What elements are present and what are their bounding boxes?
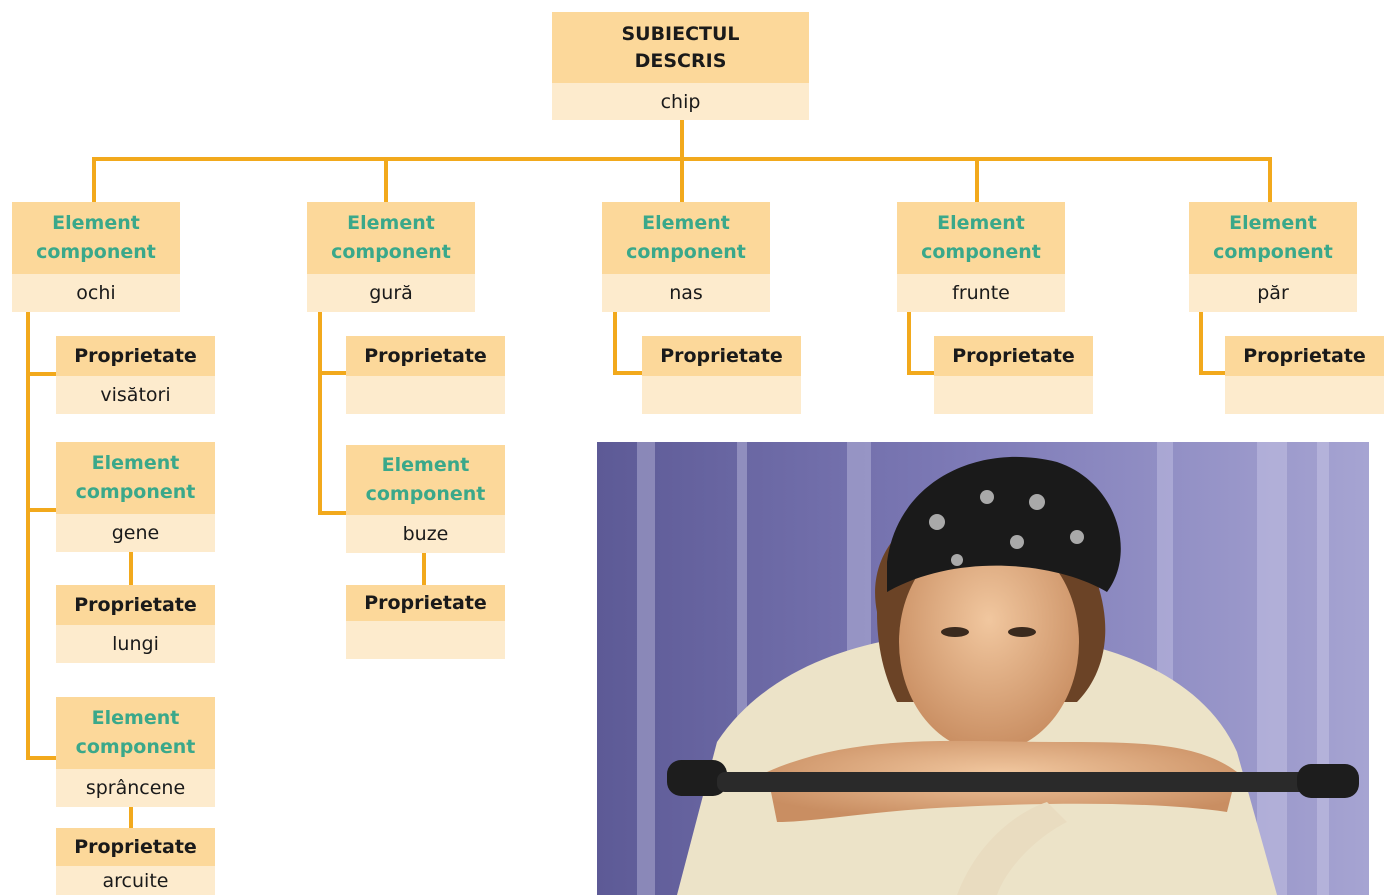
element-value: păr	[1189, 274, 1357, 312]
property-value	[346, 376, 505, 414]
property-label: Proprietate	[642, 336, 801, 376]
property-node-ochi: Proprietate visători	[56, 336, 215, 414]
connector-ochi-sprancene	[26, 756, 56, 760]
connector-gene-prop	[129, 551, 133, 585]
connector-par-spine	[1199, 312, 1203, 375]
property-node-gura: Proprietate	[346, 336, 505, 414]
element-value: frunte	[897, 274, 1065, 312]
element-label: Element component	[346, 445, 505, 515]
element-label: Element component	[56, 697, 215, 769]
element-value: gene	[56, 514, 215, 552]
element-node-gura: Element component gură	[307, 202, 475, 312]
element-label: Element component	[56, 442, 215, 514]
element-node-ochi: Element component ochi	[12, 202, 180, 312]
element-label: Element component	[12, 202, 180, 274]
property-node-gene: Proprietate lungi	[56, 585, 215, 663]
element-label: Element component	[897, 202, 1065, 274]
property-node-nas: Proprietate	[642, 336, 801, 414]
connector-ochi-spine	[26, 312, 30, 760]
element-label: Element component	[307, 202, 475, 274]
element-node-nas: Element component nas	[602, 202, 770, 312]
property-node-frunte: Proprietate	[934, 336, 1093, 414]
element-node-par: Element component păr	[1189, 202, 1357, 312]
property-value	[642, 376, 801, 414]
connector-buze-prop	[422, 553, 426, 585]
connector-ochi-prop	[26, 372, 56, 376]
property-value: lungi	[56, 625, 215, 663]
connector-sprancene-prop	[129, 806, 133, 828]
connector-gura-prop	[318, 371, 346, 375]
element-value: buze	[346, 515, 505, 553]
property-label: Proprietate	[56, 585, 215, 625]
photo-teen-bicycle	[597, 442, 1369, 895]
root-title: SUBIECTUL DESCRIS	[552, 12, 809, 83]
element-node-buze: Element component buze	[346, 445, 505, 553]
connector-col4-down	[975, 157, 979, 202]
property-node-par: Proprietate	[1225, 336, 1384, 414]
property-label: Proprietate	[1225, 336, 1384, 376]
property-label: Proprietate	[934, 336, 1093, 376]
connector-frunte-prop	[907, 371, 935, 375]
element-label: Element component	[1189, 202, 1357, 274]
property-node-sprancene: Proprietate arcuite	[56, 828, 215, 895]
element-value: ochi	[12, 274, 180, 312]
root-node: SUBIECTUL DESCRIS chip	[552, 12, 809, 120]
property-value: visători	[56, 376, 215, 414]
connector-root-down	[680, 120, 684, 161]
photo-illustration	[597, 442, 1369, 895]
connector-nas-prop	[613, 371, 643, 375]
connector-gura-spine	[318, 312, 322, 515]
connector-col1-down	[92, 157, 96, 202]
property-value	[934, 376, 1093, 414]
element-node-gene: Element component gene	[56, 442, 215, 552]
connector-col3-down	[680, 157, 684, 202]
element-node-frunte: Element component frunte	[897, 202, 1065, 312]
connector-ochi-gene	[26, 508, 56, 512]
element-value: gură	[307, 274, 475, 312]
element-label: Element component	[602, 202, 770, 274]
connector-nas-spine	[613, 312, 617, 375]
property-value	[1225, 376, 1384, 414]
property-value: arcuite	[56, 866, 215, 895]
property-label: Proprietate	[56, 828, 215, 866]
element-value: sprâncene	[56, 769, 215, 807]
connector-gura-buze	[318, 511, 346, 515]
root-value: chip	[552, 83, 809, 120]
element-node-sprancene: Element component sprâncene	[56, 697, 215, 807]
connector-frunte-spine	[907, 312, 911, 375]
property-node-buze: Proprietate	[346, 585, 505, 659]
property-label: Proprietate	[56, 336, 215, 376]
property-value	[346, 621, 505, 659]
property-label: Proprietate	[346, 336, 505, 376]
element-value: nas	[602, 274, 770, 312]
connector-col5-down	[1268, 157, 1272, 202]
connector-col2-down	[384, 157, 388, 202]
property-label: Proprietate	[346, 585, 505, 621]
connector-par-prop	[1199, 371, 1227, 375]
